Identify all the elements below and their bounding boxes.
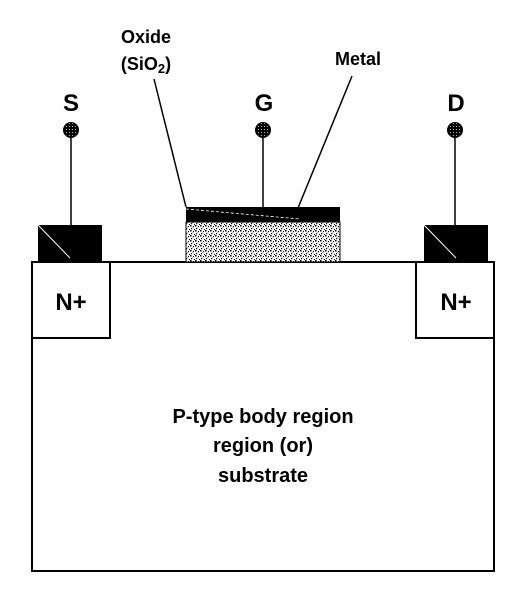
n-plus-right-label: N+ [440,289,471,316]
body-region-label-line2: region (or) [213,435,313,457]
gate-label: G [255,90,274,117]
drain-label: D [447,90,464,117]
gate-metal [185,207,340,222]
oxide-label-line2: (SiO2) [121,54,171,76]
oxide-label-line1: Oxide [121,27,171,47]
oxide-layer [185,221,341,263]
drain-contact [423,224,488,262]
gate-terminal-node [255,122,271,138]
drain-terminal-node [447,122,463,138]
oxide-callout-line [153,78,187,208]
n-plus-left-label: N+ [55,289,86,316]
source-terminal-node [63,122,79,138]
body-region-label-line3: substrate [218,465,308,487]
source-label: S [63,90,79,117]
source-contact [37,224,102,262]
body-region-label-line1: P-type body region [172,406,353,428]
n-plus-region-left [31,261,111,339]
metal-callout-line [297,75,353,209]
metal-label: Metal [335,49,381,69]
